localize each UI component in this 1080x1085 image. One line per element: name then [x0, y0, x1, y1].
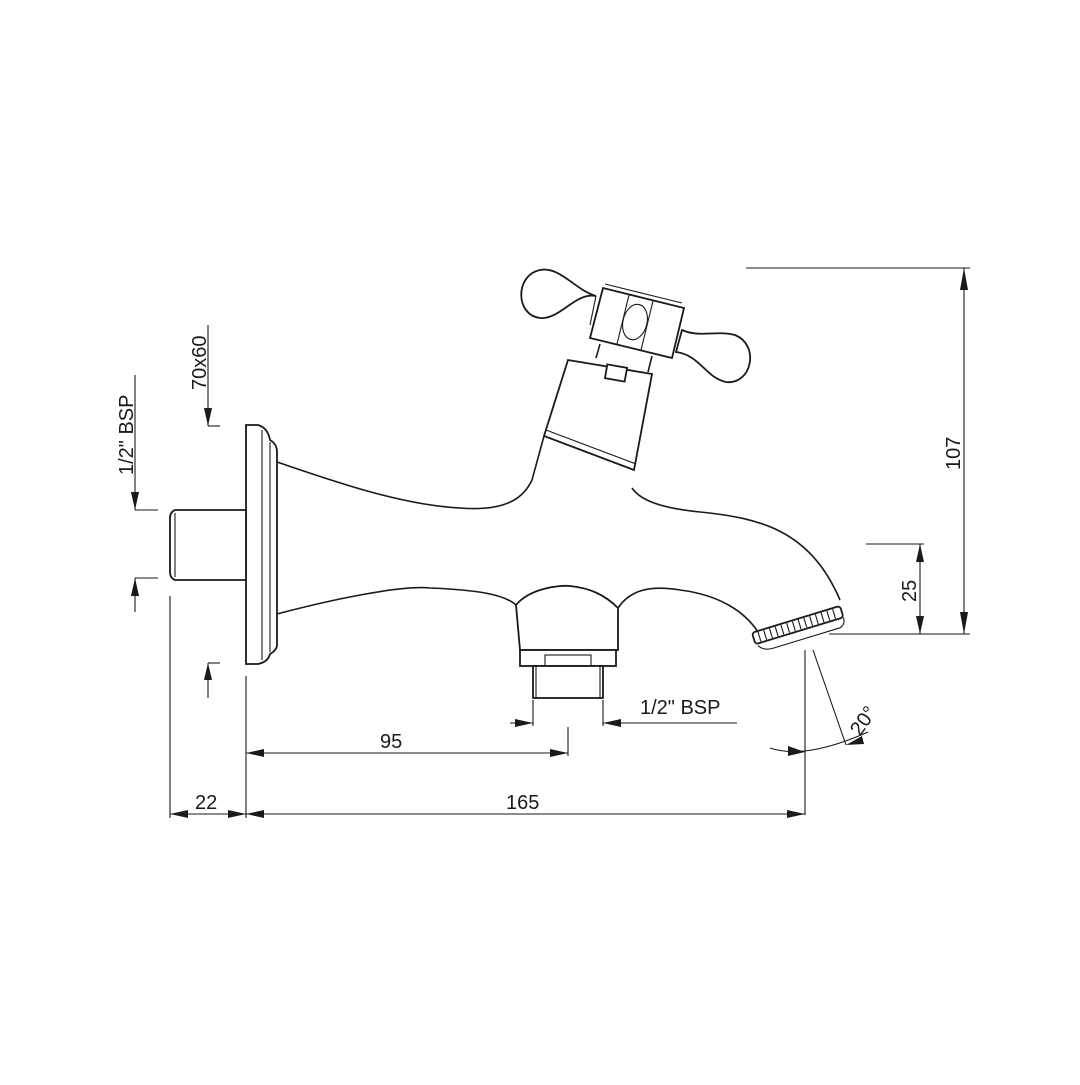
spout-height-label: 25: [899, 580, 921, 602]
flange-size-label: 70x60: [189, 336, 211, 391]
outlet-thread-label: 1/2" BSP: [640, 697, 720, 719]
tap-body: [169, 424, 845, 699]
total-height-label: 107: [943, 437, 965, 470]
cross-handle: [520, 268, 752, 472]
spout-angle-label: 20°: [846, 702, 881, 739]
dimensions: [131, 267, 970, 818]
inlet-thread-label: 1/2" BSP: [116, 395, 138, 475]
total-length-label: 165: [506, 792, 539, 814]
outlet-offset-label: 95: [380, 731, 402, 753]
aerator: [751, 605, 845, 650]
wall-projection-label: 22: [195, 792, 217, 814]
